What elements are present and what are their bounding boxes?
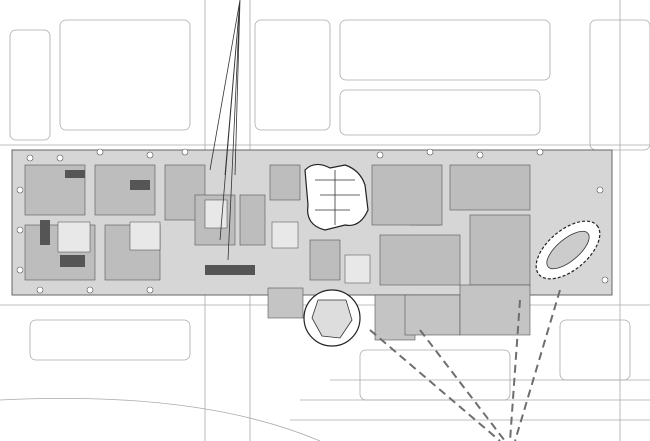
south-wing bbox=[267, 284, 531, 341]
tower-round bbox=[303, 289, 361, 347]
dashed-axes bbox=[369, 289, 561, 441]
trees bbox=[16, 148, 609, 294]
tower-north bbox=[304, 163, 369, 231]
tower-oval bbox=[535, 220, 601, 280]
radiating-lines bbox=[209, 0, 241, 261]
west-podium bbox=[24, 164, 301, 281]
east-podium bbox=[309, 164, 531, 286]
